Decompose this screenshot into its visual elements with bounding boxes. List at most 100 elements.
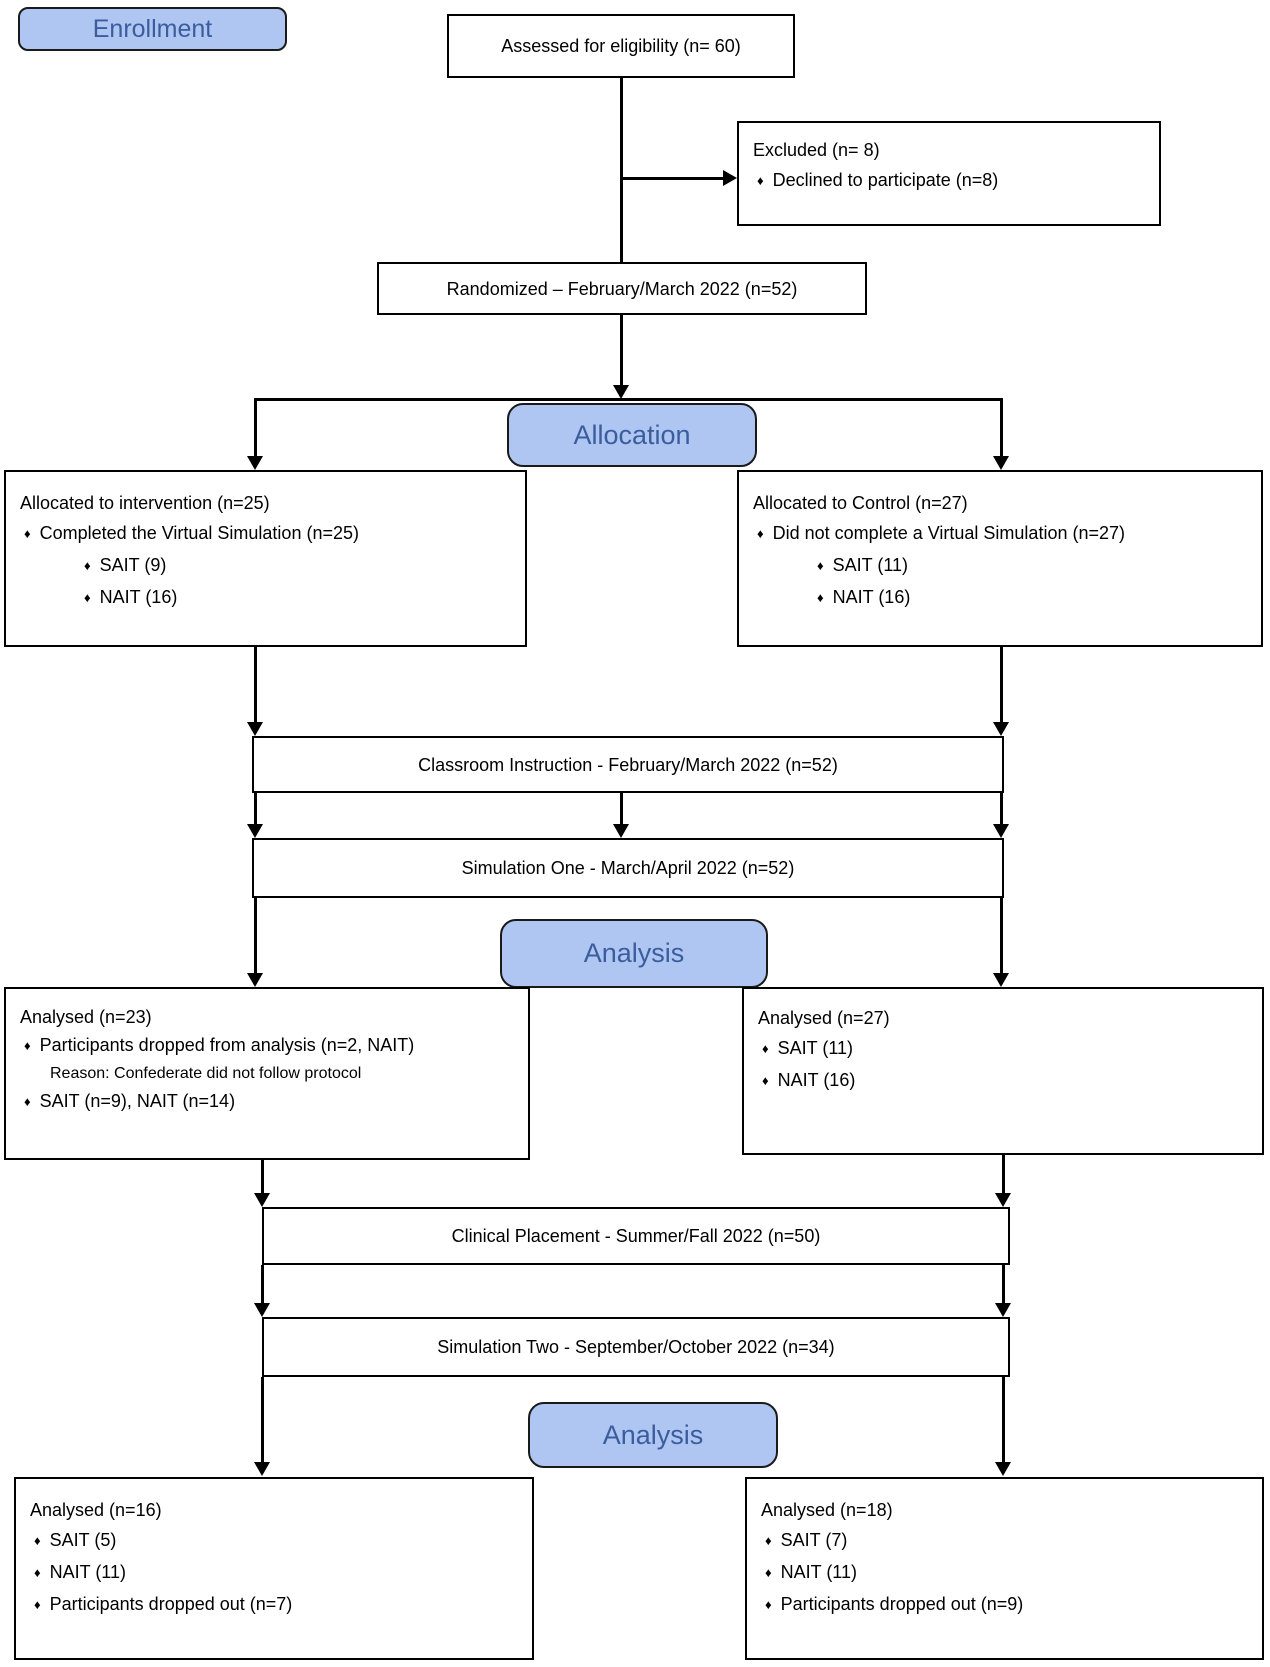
connector-simtwo-to-final-left-line bbox=[261, 1377, 264, 1463]
connector-split-to-intervention-line bbox=[254, 398, 257, 457]
diamond-bullet-icon: ♦ bbox=[765, 1597, 772, 1612]
allocated-intervention-subitem: ♦ NAIT (16) bbox=[20, 582, 511, 614]
arrowhead-classroom-to-simone-left bbox=[247, 824, 263, 838]
analysed-intervention-two-item-text: Participants dropped out (n=7) bbox=[49, 1594, 293, 1614]
analysed-control-two-item: ♦ SAIT (7) bbox=[761, 1525, 1248, 1557]
arrowhead-simtwo-to-final-left bbox=[254, 1462, 270, 1476]
analysed-control-one-box: Analysed (n=27) ♦ SAIT (11) ♦ NAIT (16) bbox=[742, 987, 1264, 1155]
analysed-control-one-item-text: NAIT (16) bbox=[777, 1070, 856, 1090]
analysed-control-two-item: ♦ NAIT (11) bbox=[761, 1557, 1248, 1589]
analysed-intervention-two-title: Analysed (n=16) bbox=[30, 1500, 162, 1520]
allocated-intervention-subitem: ♦ SAIT (9) bbox=[20, 550, 511, 582]
arrowhead-simtwo-to-final-right bbox=[995, 1462, 1011, 1476]
allocated-intervention-title: Allocated to intervention (n=25) bbox=[20, 493, 270, 513]
arrowhead-analysed-to-clinical-left bbox=[254, 1193, 270, 1207]
analysis-one-stage-label: Analysis bbox=[583, 938, 685, 968]
diamond-bullet-icon: ♦ bbox=[762, 1073, 769, 1088]
analysed-intervention-two-item: ♦ SAIT (5) bbox=[30, 1525, 518, 1557]
simulation-two-text: Simulation Two - September/October 2022 … bbox=[437, 1337, 835, 1357]
excluded-box: Excluded (n= 8) ♦ Declined to participat… bbox=[737, 121, 1161, 226]
randomized-box: Randomized – February/March 2022 (n=52) bbox=[377, 262, 867, 315]
connector-simone-to-analysed-left-line bbox=[254, 898, 257, 974]
connector-classroom-to-simone-right-line bbox=[1000, 793, 1003, 826]
allocated-control-item: ♦ Did not complete a Virtual Simulation … bbox=[753, 518, 1247, 550]
analysis-two-stage-label: Analysis bbox=[602, 1419, 704, 1450]
analysed-control-two-item-text: NAIT (11) bbox=[780, 1562, 857, 1582]
analysed-intervention-one-item: ♦ Participants dropped from analysis (n=… bbox=[20, 1031, 514, 1061]
arrowhead-randomized-to-split bbox=[613, 385, 629, 399]
excluded-title: Excluded (n= 8) bbox=[753, 140, 880, 160]
analysed-intervention-one-item-text: SAIT (n=9), NAIT (n=14) bbox=[39, 1091, 236, 1111]
analysed-intervention-one-item-text: Participants dropped from analysis (n=2,… bbox=[39, 1035, 415, 1055]
analysed-intervention-one-box: Analysed (n=23) ♦ Participants dropped f… bbox=[4, 987, 530, 1160]
allocated-control-subitem-text: NAIT (16) bbox=[832, 587, 911, 607]
assessed-eligibility-box: Assessed for eligibility (n= 60) bbox=[447, 14, 795, 78]
arrowhead-to-intervention bbox=[247, 456, 263, 470]
connector-assessed-to-randomized bbox=[620, 78, 623, 262]
connector-clinical-to-simtwo-left-line bbox=[261, 1265, 264, 1304]
connector-control-to-classroom-line bbox=[1000, 647, 1003, 723]
analysed-intervention-two-item-text: NAIT (11) bbox=[49, 1562, 126, 1582]
arrowhead-to-excluded bbox=[723, 170, 737, 186]
diamond-bullet-icon: ♦ bbox=[24, 1094, 31, 1109]
arrowhead-classroom-to-simone-mid bbox=[613, 824, 629, 838]
connector-intervention-to-classroom-line bbox=[254, 647, 257, 723]
allocated-intervention-item-text: Completed the Virtual Simulation (n=25) bbox=[39, 523, 359, 543]
analysed-intervention-two-item: ♦ NAIT (11) bbox=[30, 1557, 518, 1589]
allocated-control-box: Allocated to Control (n=27) ♦ Did not co… bbox=[737, 470, 1263, 647]
diamond-bullet-icon: ♦ bbox=[84, 590, 91, 605]
clinical-placement-text: Clinical Placement - Summer/Fall 2022 (n… bbox=[451, 1226, 821, 1246]
analysed-intervention-one-note: Reason: Confederate did not follow proto… bbox=[50, 1065, 362, 1082]
assessed-eligibility-text: Assessed for eligibility (n= 60) bbox=[501, 36, 741, 56]
simulation-two-band: Simulation Two - September/October 2022 … bbox=[262, 1317, 1010, 1377]
arrowhead-simone-to-analysed-left bbox=[247, 973, 263, 987]
allocated-intervention-subitem-text: SAIT (9) bbox=[99, 555, 167, 575]
connector-analysed-to-clinical-right-line bbox=[1002, 1155, 1005, 1194]
analysed-control-one-item: ♦ SAIT (11) bbox=[758, 1033, 1248, 1065]
classroom-instruction-text: Classroom Instruction - February/March 2… bbox=[418, 754, 838, 775]
diamond-bullet-icon: ♦ bbox=[757, 173, 764, 188]
analysed-control-two-item-text: Participants dropped out (n=9) bbox=[780, 1594, 1024, 1614]
analysed-intervention-one-item: ♦ SAIT (n=9), NAIT (n=14) bbox=[20, 1087, 514, 1117]
analysed-control-one-item: ♦ NAIT (16) bbox=[758, 1065, 1248, 1097]
diamond-bullet-icon: ♦ bbox=[757, 526, 764, 541]
diamond-bullet-icon: ♦ bbox=[765, 1565, 772, 1580]
analysis-two-stage-badge: Analysis bbox=[528, 1402, 778, 1468]
diamond-bullet-icon: ♦ bbox=[24, 1038, 31, 1053]
diamond-bullet-icon: ♦ bbox=[24, 526, 31, 541]
connector-classroom-to-simone-left-line bbox=[254, 793, 257, 826]
enrollment-stage-badge: Enrollment bbox=[18, 7, 287, 51]
diamond-bullet-icon: ♦ bbox=[84, 558, 91, 573]
allocated-control-subitem-text: SAIT (11) bbox=[832, 555, 908, 575]
analysed-intervention-two-item: ♦ Participants dropped out (n=7) bbox=[30, 1589, 518, 1621]
connector-analysed-to-clinical-left-line bbox=[261, 1160, 264, 1194]
split-line-allocation bbox=[254, 398, 1002, 401]
arrowhead-clinical-to-simtwo-right bbox=[995, 1303, 1011, 1317]
excluded-item-text: Declined to participate (n=8) bbox=[772, 170, 999, 190]
arrowhead-analysed-to-clinical-right bbox=[995, 1193, 1011, 1207]
analysed-control-two-item-text: SAIT (7) bbox=[780, 1530, 848, 1550]
allocated-intervention-item: ♦ Completed the Virtual Simulation (n=25… bbox=[20, 518, 511, 550]
arrowhead-to-control bbox=[993, 456, 1009, 470]
classroom-instruction-band: Classroom Instruction - February/March 2… bbox=[252, 736, 1004, 793]
connector-split-to-control-line bbox=[1000, 398, 1003, 457]
allocated-control-title: Allocated to Control (n=27) bbox=[753, 493, 968, 513]
allocated-intervention-subitem-text: NAIT (16) bbox=[99, 587, 178, 607]
randomized-text: Randomized – February/March 2022 (n=52) bbox=[446, 278, 798, 299]
diamond-bullet-icon: ♦ bbox=[34, 1597, 41, 1612]
diamond-bullet-icon: ♦ bbox=[34, 1565, 41, 1580]
clinical-placement-band: Clinical Placement - Summer/Fall 2022 (n… bbox=[262, 1207, 1010, 1265]
analysed-control-two-box: Analysed (n=18) ♦ SAIT (7) ♦ NAIT (11) ♦… bbox=[745, 1477, 1264, 1660]
arrowhead-classroom-to-simone-right bbox=[993, 824, 1009, 838]
diamond-bullet-icon: ♦ bbox=[762, 1041, 769, 1056]
analysed-control-one-title: Analysed (n=27) bbox=[758, 1008, 890, 1028]
enrollment-stage-label: Enrollment bbox=[92, 14, 213, 43]
allocated-control-subitem: ♦ NAIT (16) bbox=[753, 582, 1247, 614]
analysed-intervention-two-box: Analysed (n=16) ♦ SAIT (5) ♦ NAIT (11) ♦… bbox=[14, 1477, 534, 1660]
simulation-one-text: Simulation One - March/April 2022 (n=52) bbox=[461, 858, 795, 878]
connector-simtwo-to-final-right-line bbox=[1002, 1377, 1005, 1463]
allocated-control-item-text: Did not complete a Virtual Simulation (n… bbox=[772, 523, 1125, 543]
diamond-bullet-icon: ♦ bbox=[765, 1533, 772, 1548]
excluded-item: ♦ Declined to participate (n=8) bbox=[753, 165, 1145, 197]
